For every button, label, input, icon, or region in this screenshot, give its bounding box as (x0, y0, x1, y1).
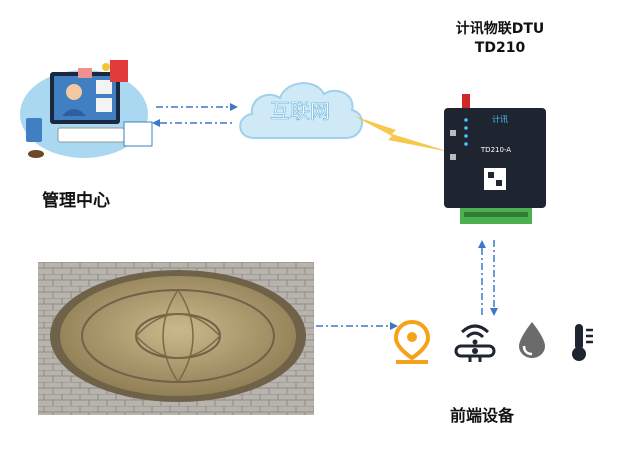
video-tile (96, 98, 112, 112)
qr-code-icon (484, 168, 506, 190)
video-tile (96, 80, 112, 94)
arrowhead-right (390, 322, 398, 330)
internet-cloud: 互联网 (239, 82, 363, 139)
arrowhead-down (490, 308, 498, 316)
document-icon (110, 60, 128, 82)
device-body (444, 108, 546, 208)
report-card (123, 121, 153, 147)
mount-hole (450, 154, 456, 160)
qr-code-block (488, 172, 494, 178)
bulb-icon (102, 63, 110, 71)
management-cloud-link (152, 103, 238, 127)
device-brand: 计讯 (492, 114, 508, 124)
arrowhead-left (152, 119, 160, 127)
dtu-title-line2: TD210 (474, 40, 526, 56)
avatar-body (62, 109, 86, 116)
phone-icon (26, 118, 42, 142)
front-end-devices-label: 前端设备 (450, 406, 515, 425)
antenna-icon (462, 94, 470, 108)
dtu-device: 计讯 TD210-A (444, 94, 546, 224)
arrowhead-right (230, 103, 238, 111)
lightning-icon (354, 116, 450, 152)
notice-card (78, 68, 92, 78)
manhole-sensor-link (316, 322, 398, 330)
location-pin-icon (393, 319, 431, 364)
device-model: TD210-A (480, 146, 511, 154)
management-center-label: 管理中心 (42, 191, 110, 211)
wireless-sensor-icon (454, 324, 496, 362)
management-center-illustration (20, 60, 153, 158)
led-indicator (464, 142, 468, 146)
qr-code-block (496, 180, 502, 186)
cover-pattern (162, 288, 194, 384)
terminal-screws (464, 212, 528, 217)
led-indicator (464, 118, 468, 122)
led-indicator (464, 126, 468, 130)
cover-pattern (134, 313, 222, 359)
dtu-title-line1: 计讯物联DTU (455, 21, 545, 37)
water-drop-icon (519, 322, 545, 358)
keyboard-icon (57, 127, 125, 143)
avatar-head (66, 84, 82, 100)
cloud-shape (239, 82, 363, 139)
arrowhead-up (478, 240, 486, 248)
manhole-cover (60, 276, 296, 396)
mount-hole (450, 130, 456, 136)
dtu-sensor-link (478, 240, 498, 316)
led-indicator (464, 134, 468, 138)
coffee-icon (28, 150, 44, 158)
dtu-title: 计讯物联DTU TD210 (430, 20, 570, 58)
wireless-link (354, 116, 450, 152)
cloud-label: 互联网 (270, 99, 330, 123)
manhole-cover-photo (38, 262, 314, 415)
thermometer-icon (572, 324, 593, 361)
